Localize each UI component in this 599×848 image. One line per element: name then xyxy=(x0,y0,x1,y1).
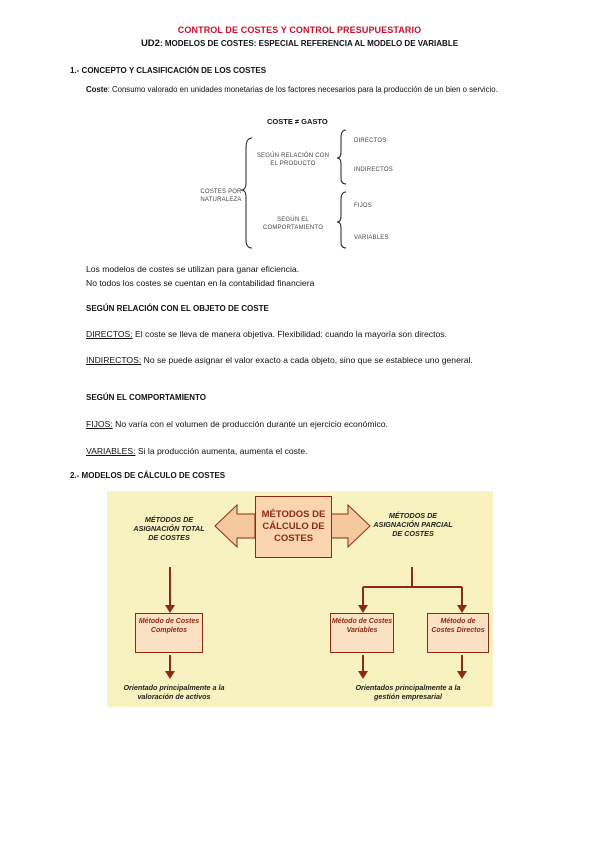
management-note: Orientados principalmente a la gestión e… xyxy=(355,683,461,701)
direct-cost-method-box: Método de Costes Directos xyxy=(427,613,489,653)
direct-cost-method-label: Método de Costes Directos xyxy=(431,618,485,634)
variable-cost-method-label: Método de Costes Variables xyxy=(331,618,393,634)
directos-label: DIRECTOS: xyxy=(86,329,133,339)
directos-paragraph: DIRECTOS: El coste se lleva de manera ob… xyxy=(86,328,526,340)
variables-paragraph: VARIABLES: Si la producción aumenta, aum… xyxy=(86,445,526,457)
center-methods-label: MÉTODOS DE CÁLCULO DE COSTES xyxy=(261,509,326,544)
indirectos-text: No se puede asignar el valor exacto a ca… xyxy=(141,355,473,365)
tree-leaf-indirectos: INDIRECTOS xyxy=(354,167,393,173)
fijos-paragraph: FIJOS: No varía con el volumen de produc… xyxy=(86,418,526,430)
variables-text: Si la producción aumenta, aumenta el cos… xyxy=(135,446,308,456)
directos-text: El coste se lleva de manera objetiva. Fl… xyxy=(132,329,447,339)
fijos-label: FIJOS: xyxy=(86,419,113,429)
costing-methods-diagram: MÉTODOS DE CÁLCULO DE COSTES MÉTODOS DE … xyxy=(107,491,493,707)
asset-valuation-note: Orientado principalmente a la valoración… xyxy=(123,683,225,701)
full-cost-method-box: Método de Costes Completos xyxy=(135,613,203,653)
efficiency-line: Los modelos de costes se utilizan para g… xyxy=(86,264,300,274)
tree-leaf-fijos: FIJOS xyxy=(354,203,373,209)
definition-text: : Consumo valorado en unidades monetaria… xyxy=(107,85,498,94)
tree-root: COSTES POR NATURALEZA xyxy=(200,189,242,203)
tree-branch-comportamiento: SEGÚN EL COMPORTAMIENTO xyxy=(262,217,324,231)
fijos-text: No varía con el volumen de producción du… xyxy=(112,419,388,429)
variable-cost-method-box: Método de Costes Variables xyxy=(330,613,394,653)
section1-heading: 1.- CONCEPTO Y CLASIFICACIÓN DE LOS COST… xyxy=(70,66,267,75)
accounting-line: No todos los costes se cuentan en la con… xyxy=(86,278,315,288)
tree-leaf-variables: VARIABLES xyxy=(354,235,389,241)
subtitle-text: : MODELOS DE COSTES: ESPECIAL REFERENCIA… xyxy=(159,39,459,48)
indirectos-paragraph: INDIRECTOS: No se puede asignar el valor… xyxy=(86,354,516,366)
section2-heading: 2.- MODELOS DE CÁLCULO DE COSTES xyxy=(70,471,226,480)
diagram-arrows xyxy=(165,503,467,679)
center-methods-box: MÉTODOS DE CÁLCULO DE COSTES xyxy=(255,496,332,558)
unit-label: UD2 xyxy=(140,38,160,49)
indirectos-label: INDIRECTOS: xyxy=(86,355,142,365)
document-subtitle: UD2: MODELOS DE COSTES: ESPECIAL REFEREN… xyxy=(0,38,599,49)
coste-definition: Coste: Consumo valorado en unidades mone… xyxy=(86,84,518,95)
variables-label: VARIABLES: xyxy=(86,446,136,456)
full-cost-method-label: Método de Costes Completos xyxy=(138,618,200,634)
document-title: CONTROL DE COSTES Y CONTROL PRESUPUESTAR… xyxy=(177,25,422,35)
tree-branch-relacion: SEGÚN RELACIÓN CON EL PRODUCTO xyxy=(256,153,330,167)
comportamiento-heading: SEGÚN EL COMPORTAMIENTO xyxy=(86,393,207,402)
tree-leaf-directos: DIRECTOS xyxy=(354,138,387,144)
classification-braces xyxy=(240,129,347,249)
total-allocation-label: MÉTODOS DE ASIGNACIÓN TOTAL DE COSTES xyxy=(133,515,205,542)
partial-allocation-label: MÉTODOS DE ASIGNACIÓN PARCIAL DE COSTES xyxy=(373,511,453,538)
definition-term: Coste xyxy=(86,85,108,94)
relacion-heading: SEGÚN RELACIÓN CON EL OBJETO DE COSTE xyxy=(86,304,269,313)
tree-title: COSTE ≠ GASTO xyxy=(267,117,328,126)
